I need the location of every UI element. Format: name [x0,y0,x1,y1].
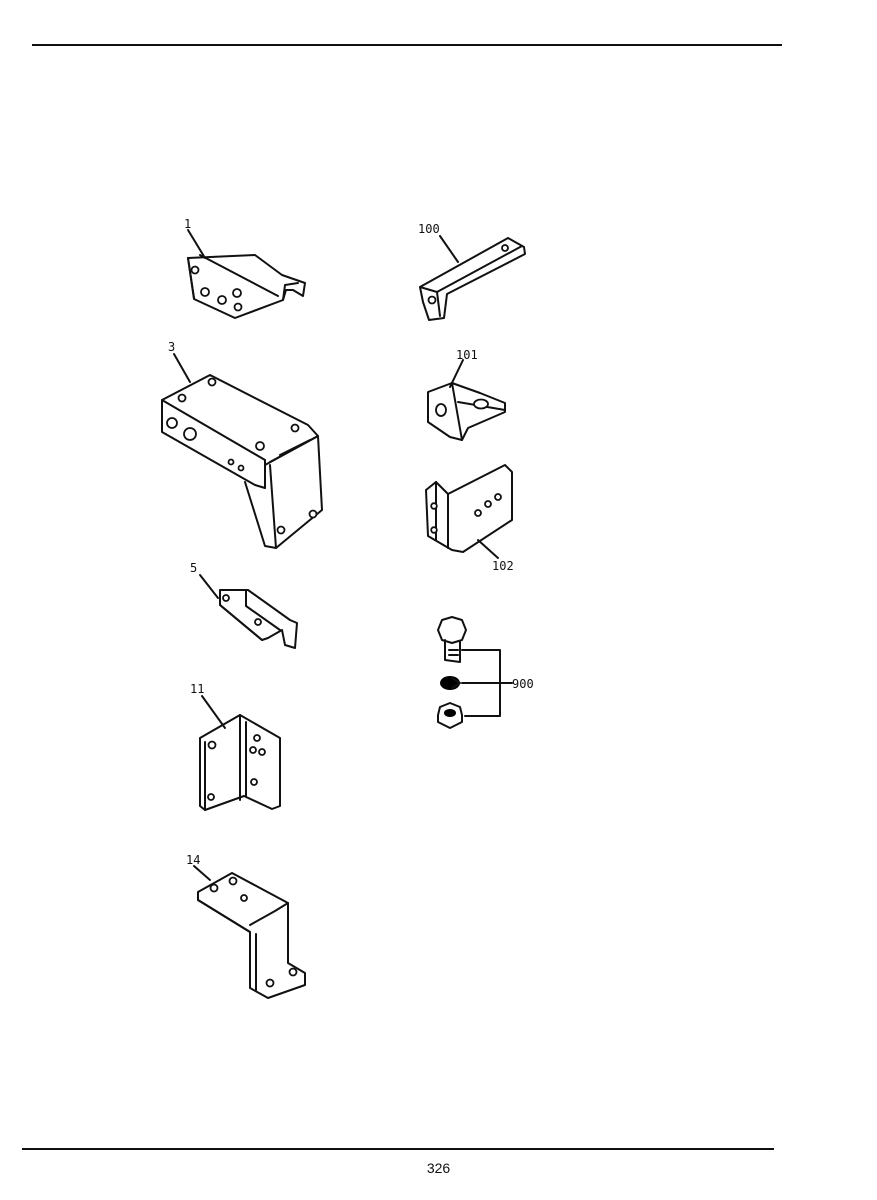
footer-rule [22,1148,774,1150]
part-101-bracket [427,359,506,441]
callout-part-100: 100 [418,222,440,236]
callout-part-5: 5 [190,561,197,575]
header-rule [32,44,782,46]
nut [437,702,463,729]
callout-part-101: 101 [456,348,478,362]
washer [440,676,460,690]
bolt-head [437,616,467,644]
page-number: 326 [426,1160,451,1176]
part-1-bracket [187,229,306,319]
callout-part-900: 900 [512,677,534,691]
callout-part-1: 1 [184,217,191,231]
callout-part-3: 3 [168,340,175,354]
callout-part-11: 11 [190,682,204,696]
part-900-hardware-set [437,616,513,729]
part-14-bracket [193,865,306,999]
part-11-bracket [199,695,281,811]
callout-part-102: 102 [492,559,514,573]
part-3-bracket [161,353,323,549]
part-100-bracket [419,235,526,321]
part-5-bracket [199,574,298,649]
bolt-shank [444,639,461,663]
callout-part-14: 14 [186,853,200,867]
part-102-bracket [425,464,513,559]
